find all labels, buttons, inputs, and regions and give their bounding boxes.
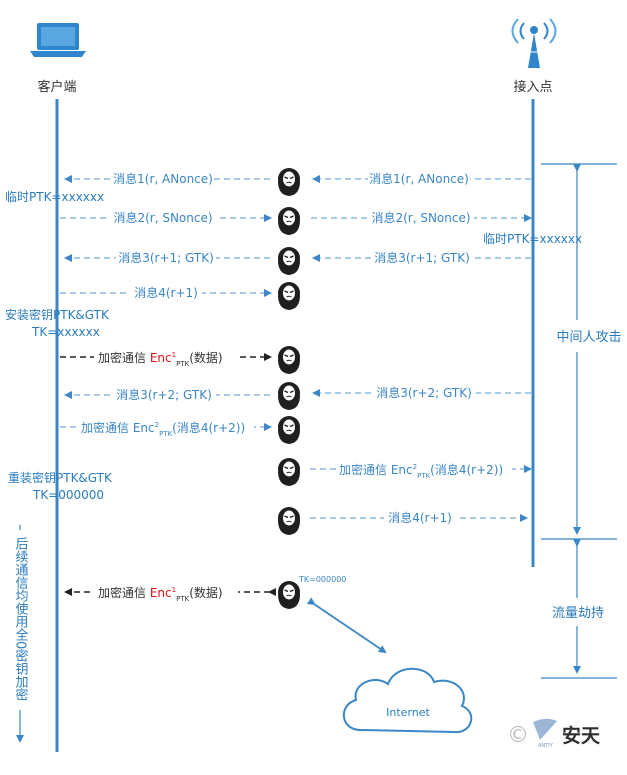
msg4-left-arrow: 消息4(r+1)	[60, 284, 272, 301]
install-key-note: 安装密钥PTK&GTK	[5, 307, 110, 322]
phase-mitm-label: 中间人攻击	[556, 330, 621, 345]
msg1-left-label: 消息1(r, ANonce)	[113, 171, 213, 186]
followup-note: 后续通信均使用全0密钥加密	[12, 525, 29, 743]
ap-temp-ptk: 临时PTK=xxxxxx	[483, 232, 582, 246]
msg4b-right-label: 消息4(r+1)	[388, 510, 452, 525]
attacker-tk-note: TK=000000	[298, 575, 346, 584]
msg3-right-arrow: 消息3(r+1; GTK)	[312, 249, 531, 266]
msg3b-left-arrow: 消息3(r+2; GTK)	[64, 386, 270, 403]
logo-text: 安天	[562, 724, 601, 747]
msg1-right-label: 消息1(r, ANonce)	[369, 171, 469, 186]
client-temp-ptk: 临时PTK=xxxxxx	[5, 190, 104, 204]
enc-data-arrow-2: 加密通信 Enc1PTK(数据)	[64, 582, 276, 603]
msg1-left-arrow: 消息1(r, ANonce)	[64, 170, 270, 187]
msg3b-left-label: 消息3(r+2; GTK)	[116, 387, 212, 402]
enc-msg4-left-label: 加密通信 Enc2PTK(消息4(r+2))	[81, 420, 245, 438]
enc-msg4-right-arrow: 加密通信 Enc2PTK(消息4(r+2))	[310, 459, 532, 480]
msg1-right-arrow: 消息1(r, ANonce)	[312, 170, 531, 187]
internet-label: Internet	[386, 706, 430, 719]
ap-label: 接入点	[513, 79, 552, 95]
msg2-left-label: 消息2(r, SNonce)	[113, 210, 212, 225]
laptop-icon	[30, 23, 86, 57]
enc-data-arrow-1: 加密通信 Enc1PTK(数据)	[60, 347, 272, 368]
msg3-right-label: 消息3(r+1; GTK)	[374, 250, 470, 265]
phase-hijack-label: 流量劫持	[552, 606, 604, 621]
logo-tag: ANTIY	[538, 743, 554, 749]
internet-link-arrow	[306, 597, 387, 654]
client-label: 客户端	[37, 79, 76, 95]
msg3b-right-label: 消息3(r+2; GTK)	[376, 385, 472, 400]
msg4-left-label: 消息4(r+1)	[134, 285, 198, 300]
reinstall-key-note: 重装密钥PTK&GTK	[8, 470, 113, 485]
enc-msg4-right-label: 加密通信 Enc2PTK(消息4(r+2))	[339, 462, 503, 480]
install-tk-note: TK=xxxxxx	[31, 325, 100, 339]
followup-label: 后续通信均使用全0密钥加密	[13, 537, 29, 702]
reinstall-tk-note: TK=000000	[32, 488, 104, 502]
phase-markers: 中间人攻击 流量劫持	[541, 163, 622, 679]
msg3-left-label: 消息3(r+1; GTK)	[118, 250, 214, 265]
msg3-left-arrow: 消息3(r+1; GTK)	[64, 249, 270, 266]
enc-data-label-2: 加密通信 Enc1PTK(数据)	[98, 585, 223, 603]
antiy-logo: © ANTIY 安天	[507, 718, 601, 749]
attacker-icon	[277, 167, 301, 610]
internet-cloud-icon: Internet	[342, 667, 473, 734]
msg2-right-arrow: 消息2(r, SNonce)	[311, 209, 532, 226]
enc-msg4-left-arrow: 加密通信 Enc2PTK(消息4(r+2))	[60, 417, 272, 438]
msg2-left-arrow: 消息2(r, SNonce)	[60, 209, 272, 226]
enc-data-label-1: 加密通信 Enc1PTK(数据)	[98, 350, 223, 368]
msg4b-right-arrow: 消息4(r+1)	[310, 509, 528, 526]
msg3b-right-arrow: 消息3(r+2; GTK)	[312, 384, 531, 401]
copyright-icon: ©	[507, 723, 529, 748]
antenna-icon	[511, 18, 557, 68]
msg2-right-label: 消息2(r, SNonce)	[371, 210, 470, 225]
